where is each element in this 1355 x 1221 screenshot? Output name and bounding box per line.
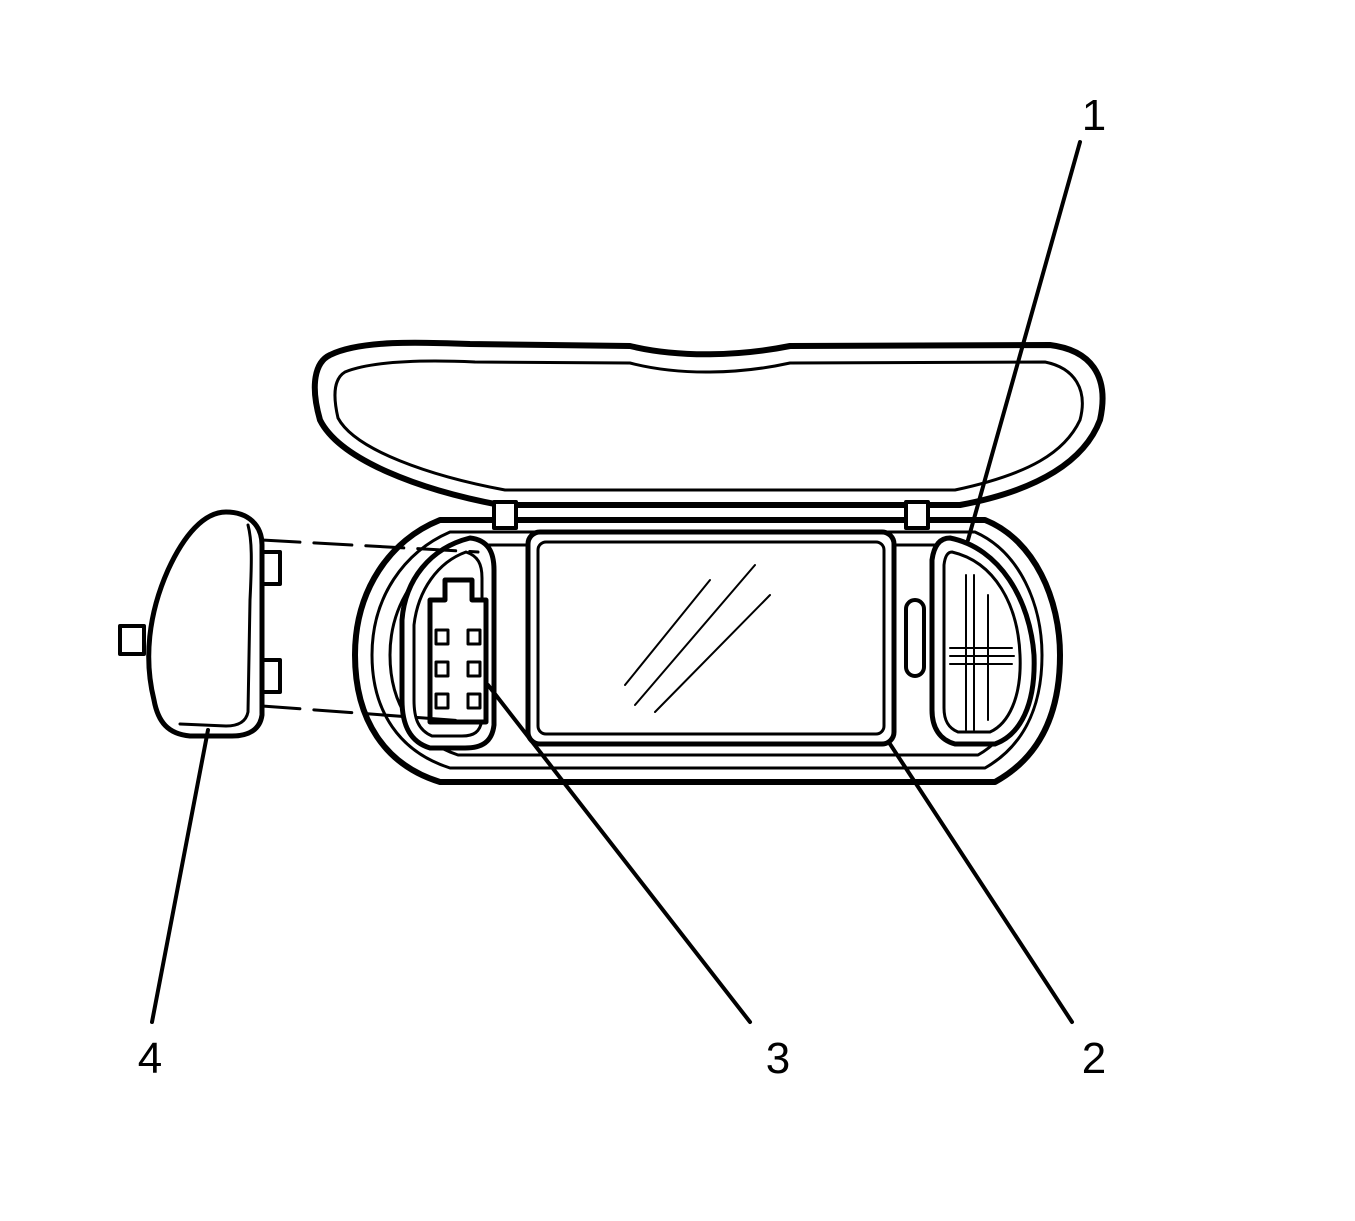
- alignment-line-lower: [260, 704, 480, 724]
- callout-label-1: 1: [1082, 91, 1106, 140]
- visor-cover-flap: [311, 339, 1106, 508]
- lamp-lens-right: [929, 535, 1037, 747]
- switch-slot: [904, 598, 926, 678]
- callout-label-3: 3: [766, 1034, 790, 1083]
- leader-line-1: [966, 140, 1082, 542]
- lamp-lens-cover: [118, 509, 282, 739]
- callout-label-4: 4: [138, 1034, 162, 1083]
- mirror-glass: [525, 529, 897, 747]
- leader-line-3: [486, 683, 752, 1024]
- leader-line-4: [150, 728, 210, 1024]
- leader-line-2: [888, 742, 1074, 1024]
- callout-label-2: 2: [1082, 1034, 1106, 1083]
- bulb-socket: [427, 577, 489, 725]
- alignment-line-upper: [260, 538, 480, 554]
